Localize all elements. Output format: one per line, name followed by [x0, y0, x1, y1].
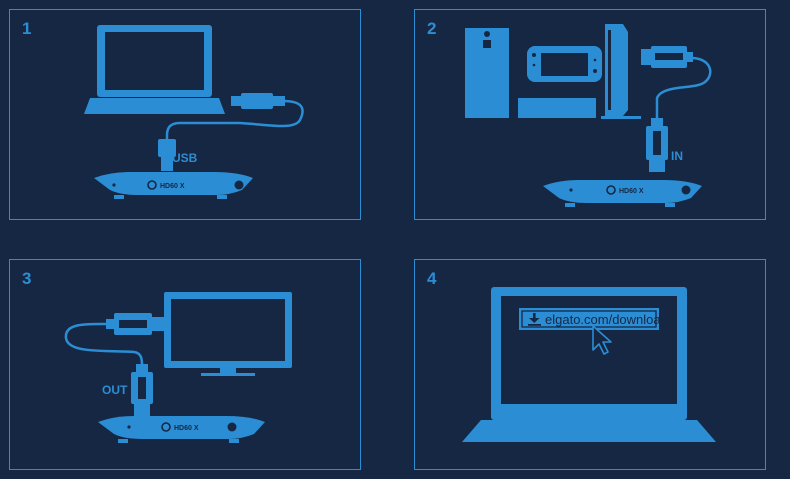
device-brand-label: HD60 X — [174, 425, 199, 432]
device-brand-label: HD60 X — [160, 183, 185, 190]
step-4-panel: 4 elgato.com/download — [414, 259, 766, 470]
hdmi-plug-vertical-icon — [646, 118, 668, 172]
download-url-text[interactable]: elgato.com/download — [545, 312, 668, 327]
xbox-console-icon — [465, 28, 509, 118]
switch-console-icon — [527, 46, 602, 82]
laptop-icon — [84, 25, 225, 114]
hdmi-plug-icon — [641, 46, 693, 68]
capture-card-icon: HD60 X — [98, 416, 265, 443]
step-4-illustration: elgato.com/download — [462, 287, 716, 442]
step-2-illustration: IN HD60 X — [465, 24, 712, 207]
usb-plug-icon — [231, 93, 285, 109]
device-brand-label: HD60 X — [619, 188, 644, 195]
switch-dock-icon — [518, 98, 596, 118]
step-4-number: 4 — [427, 269, 437, 288]
step-3-number: 3 — [22, 269, 32, 288]
step-1-panel: 1 USB HD60 X — [9, 9, 361, 220]
usb-label: USB — [172, 151, 198, 165]
step-1-illustration: USB HD60 X — [84, 25, 304, 199]
hdmi-plug-icon — [106, 313, 164, 335]
capture-card-icon: HD60 X — [543, 180, 702, 207]
usb-c-plug-icon — [158, 139, 176, 171]
step-3-illustration: OUT HD60 X — [64, 292, 292, 443]
download-url-box[interactable]: elgato.com/download — [519, 308, 668, 330]
capture-card-icon: HD60 X — [94, 172, 253, 199]
download-icon — [528, 313, 541, 326]
playstation-console-icon — [601, 24, 641, 119]
monitor-icon — [164, 292, 292, 376]
mouse-cursor-icon — [592, 325, 612, 355]
in-label: IN — [671, 149, 683, 163]
step-2-panel: 2 — [414, 9, 766, 220]
out-label: OUT — [102, 383, 128, 397]
step-1-number: 1 — [22, 19, 32, 38]
step-2-number: 2 — [427, 19, 437, 38]
step-3-panel: 3 OUT — [9, 259, 361, 470]
hdmi-plug-vertical-icon — [131, 364, 153, 416]
